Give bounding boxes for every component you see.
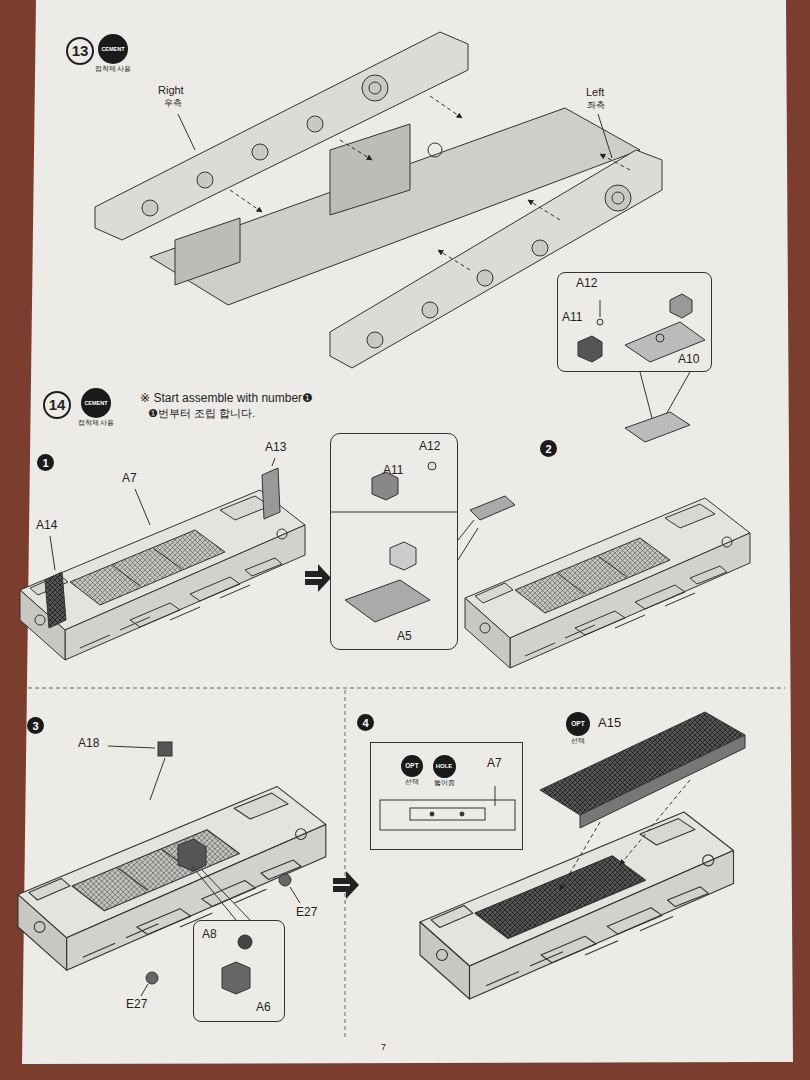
part-number: A12 [576, 277, 597, 290]
step-number-text: 3 [32, 719, 38, 731]
hull-step-2 [465, 498, 750, 668]
option-box: OPT선택HOLE뚫어줌A7 [370, 742, 523, 850]
part-number: A11 [383, 464, 403, 477]
part-number: A10 [678, 353, 699, 366]
hull-step-4 [420, 812, 734, 999]
inset-13-parts [578, 294, 705, 442]
substep-number: 1 [37, 454, 54, 471]
step-number-text: 13 [72, 43, 89, 60]
badge-text: CEMENT [101, 46, 124, 52]
step-number-text: 4 [362, 716, 368, 728]
instruction-note: ❶번부터 조립 합니다. [148, 407, 255, 420]
step-3-parts [108, 742, 300, 996]
next-arrow [333, 871, 359, 899]
divider [28, 688, 785, 689]
step-1-parts [45, 458, 280, 628]
page-number: 7 [381, 1042, 386, 1052]
step-4-parts [475, 712, 745, 938]
badge-text: OPT [571, 720, 584, 727]
part-number: A12 [419, 440, 440, 453]
badge-caption: 접착제 사용 [95, 65, 132, 72]
badge-text: CEMENT [84, 400, 107, 406]
badge-caption: 뚫어줌 [434, 779, 455, 786]
side-label: Left [586, 86, 604, 99]
side-label: Right [158, 84, 184, 97]
substep-number: 4 [357, 714, 374, 731]
part-number: A15 [598, 716, 621, 731]
part-number: E27 [126, 998, 147, 1012]
part-number: A18 [78, 737, 99, 751]
badge-caption: 접착제 사용 [78, 419, 115, 426]
detail-inset: A12A11A5 [330, 433, 458, 650]
step-number: 14 [43, 391, 71, 419]
part-number: A7 [487, 757, 502, 770]
part-number: A5 [397, 630, 412, 643]
cement-badge: CEMENT접착제 사용 [81, 388, 111, 418]
part-number: A6 [256, 1001, 271, 1014]
detail-inset: A12A11A10 [557, 272, 712, 372]
part-number: A8 [202, 928, 217, 941]
step-2-parts [470, 496, 515, 520]
badge-text: OPT [405, 762, 418, 769]
step-13-chassis [95, 32, 662, 368]
option-badge: OPT선택 [401, 755, 423, 777]
badge-text: HOLE [436, 763, 453, 770]
hull-step-1 [20, 490, 305, 660]
instruction-note: ※ Start assemble with number❶ [140, 392, 313, 406]
substep-number: 3 [27, 717, 44, 734]
hull-step-3 [18, 787, 326, 971]
hole-detail [380, 786, 515, 830]
cement-badge: CEMENT접착제 사용 [98, 34, 128, 64]
step-number-text: 1 [42, 456, 48, 468]
detail-inset: A8A6 [193, 920, 285, 1022]
badge-caption: 선택 [405, 778, 419, 785]
badge-caption: 선택 [571, 737, 585, 744]
step-number-text: 14 [49, 397, 66, 414]
part-number: E27 [296, 906, 317, 920]
part-number: A11 [562, 311, 582, 324]
hole-badge: HOLE뚫어줌 [433, 755, 456, 778]
inset-14-parts [331, 462, 478, 622]
substep-number: 2 [540, 440, 557, 457]
step-number-text: 2 [545, 442, 551, 454]
side-label: 좌측 [587, 100, 605, 110]
divider [345, 690, 346, 1040]
step-number: 13 [66, 37, 94, 65]
option-badge: OPT선택 [566, 712, 590, 736]
part-number: A7 [122, 472, 137, 486]
next-arrow [305, 564, 331, 592]
part-number: A14 [36, 519, 57, 533]
part-number: A13 [265, 441, 286, 455]
side-label: 우측 [164, 98, 182, 108]
